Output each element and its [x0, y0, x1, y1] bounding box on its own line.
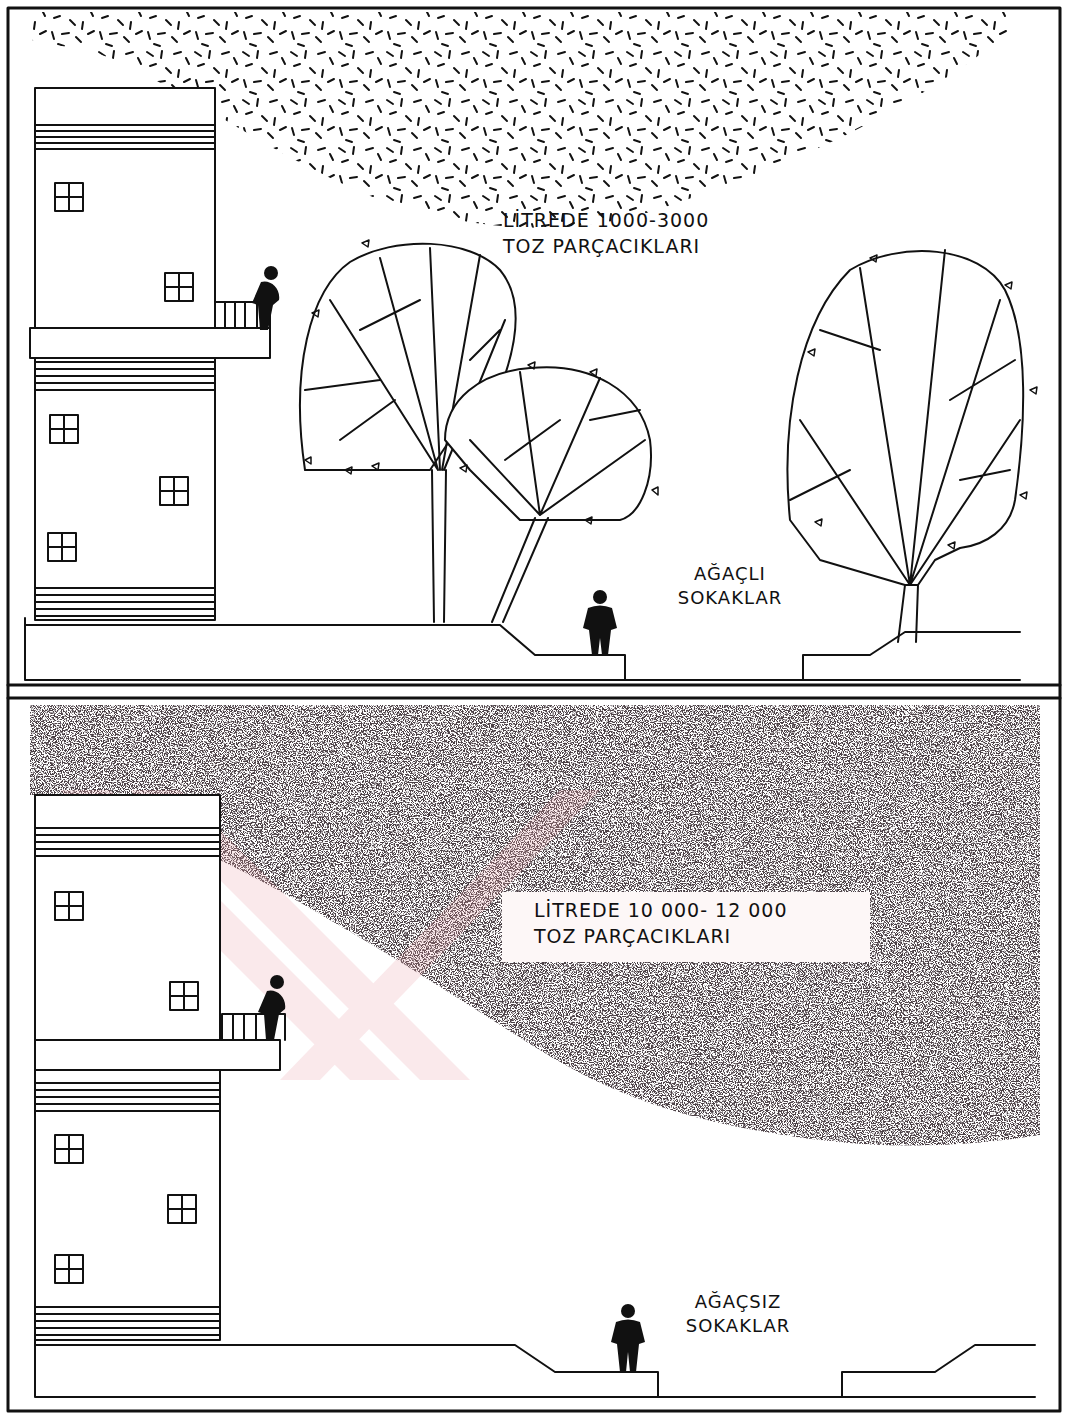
street-shape: [25, 618, 1020, 680]
person: [258, 975, 645, 1372]
leaf-shape: [305, 240, 1037, 549]
frame-shape: [8, 697, 1060, 700]
building-shape: [55, 892, 198, 1283]
box-text: LİTREDE 10 000- 12 000 TOZ PARÇACIKLARI: [534, 898, 809, 949]
tree-shape: [432, 470, 446, 622]
building-shape: [35, 828, 220, 1335]
person-shape: [583, 606, 617, 656]
building-shape: [35, 125, 215, 616]
street: [35, 1340, 1035, 1397]
leaf: [305, 240, 1037, 549]
street: [25, 618, 1020, 680]
building-shape: [35, 1040, 280, 1070]
tree-shape: [790, 250, 1020, 585]
building: [35, 795, 285, 1340]
building-shape: [30, 328, 270, 358]
frame-shape: [8, 684, 1060, 687]
tree-shape: [492, 518, 548, 622]
street-shape: [35, 1340, 1035, 1397]
annotation: LİTREDE 1000-3000 TOZ PARÇACIKLARI: [503, 208, 733, 259]
building-shape: [48, 183, 193, 561]
person-shape: [621, 1304, 635, 1318]
person-shape: [264, 266, 278, 280]
building: [30, 88, 270, 620]
person-shape: [252, 281, 279, 330]
person-shape: [593, 590, 607, 604]
frame: [8, 8, 1060, 1411]
tree: [300, 244, 1023, 642]
person-shape: [258, 990, 285, 1040]
annotation: AĞAÇLI SOKAKLAR: [660, 562, 800, 611]
person-shape: [611, 1320, 645, 1373]
tree-shape: [445, 367, 651, 520]
tree-shape: [470, 372, 645, 515]
frame-shape: [8, 8, 1060, 1411]
person-shape: [270, 975, 284, 989]
label-box: LİTREDE 10 000- 12 000 TOZ PARÇACIKLARI: [502, 892, 870, 962]
annotation: AĞAÇSIZ SOKAKLAR: [668, 1290, 808, 1339]
tree-shape: [788, 251, 1024, 585]
